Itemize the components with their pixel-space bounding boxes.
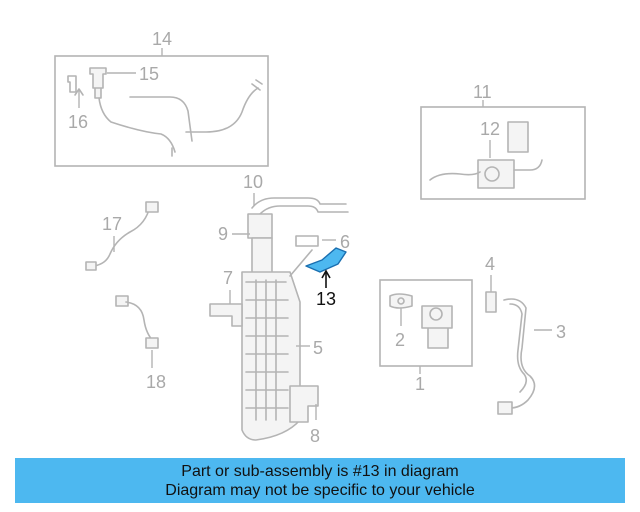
- banner-line-2: Diagram may not be specific to your vehi…: [165, 482, 475, 499]
- label-15: 15: [139, 64, 159, 84]
- info-banner: Part or sub-assembly is #13 in diagram D…: [15, 458, 625, 503]
- assembly-1-box: [379, 279, 473, 367]
- label-1: 1: [415, 374, 425, 394]
- assembly-11: 11 12: [420, 82, 586, 200]
- assembly-14-box: [54, 55, 269, 167]
- label-4: 4: [485, 254, 495, 274]
- label-3: 3: [556, 322, 566, 342]
- label-2: 2: [395, 330, 405, 350]
- label-11: 11: [473, 82, 492, 102]
- label-9: 9: [218, 224, 228, 244]
- sensor-17: 17: [85, 201, 159, 271]
- label-5: 5: [313, 338, 323, 358]
- label-18: 18: [146, 372, 166, 392]
- assembly-14: 14 15 16: [54, 29, 269, 167]
- label-10: 10: [243, 172, 263, 192]
- label-14: 14: [152, 29, 172, 49]
- part-13-highlighted: 13: [305, 247, 347, 309]
- label-16: 16: [68, 112, 88, 132]
- label-12: 12: [480, 119, 500, 139]
- banner-line-1: Part or sub-assembly is #13 in diagram: [181, 463, 459, 480]
- assembly-11-box: [420, 106, 586, 200]
- label-7: 7: [223, 268, 233, 288]
- label-6: 6: [340, 232, 350, 252]
- part-3-4: 4 3: [485, 254, 566, 415]
- label-17: 17: [102, 214, 122, 234]
- evap-canister: 10 9 7 5 8 6: [209, 172, 350, 446]
- part-13-shape: [305, 247, 347, 273]
- label-8: 8: [310, 426, 320, 446]
- sensor-18: 18: [115, 295, 166, 392]
- assembly-1: 1 2: [379, 279, 473, 394]
- label-13: 13: [316, 289, 336, 309]
